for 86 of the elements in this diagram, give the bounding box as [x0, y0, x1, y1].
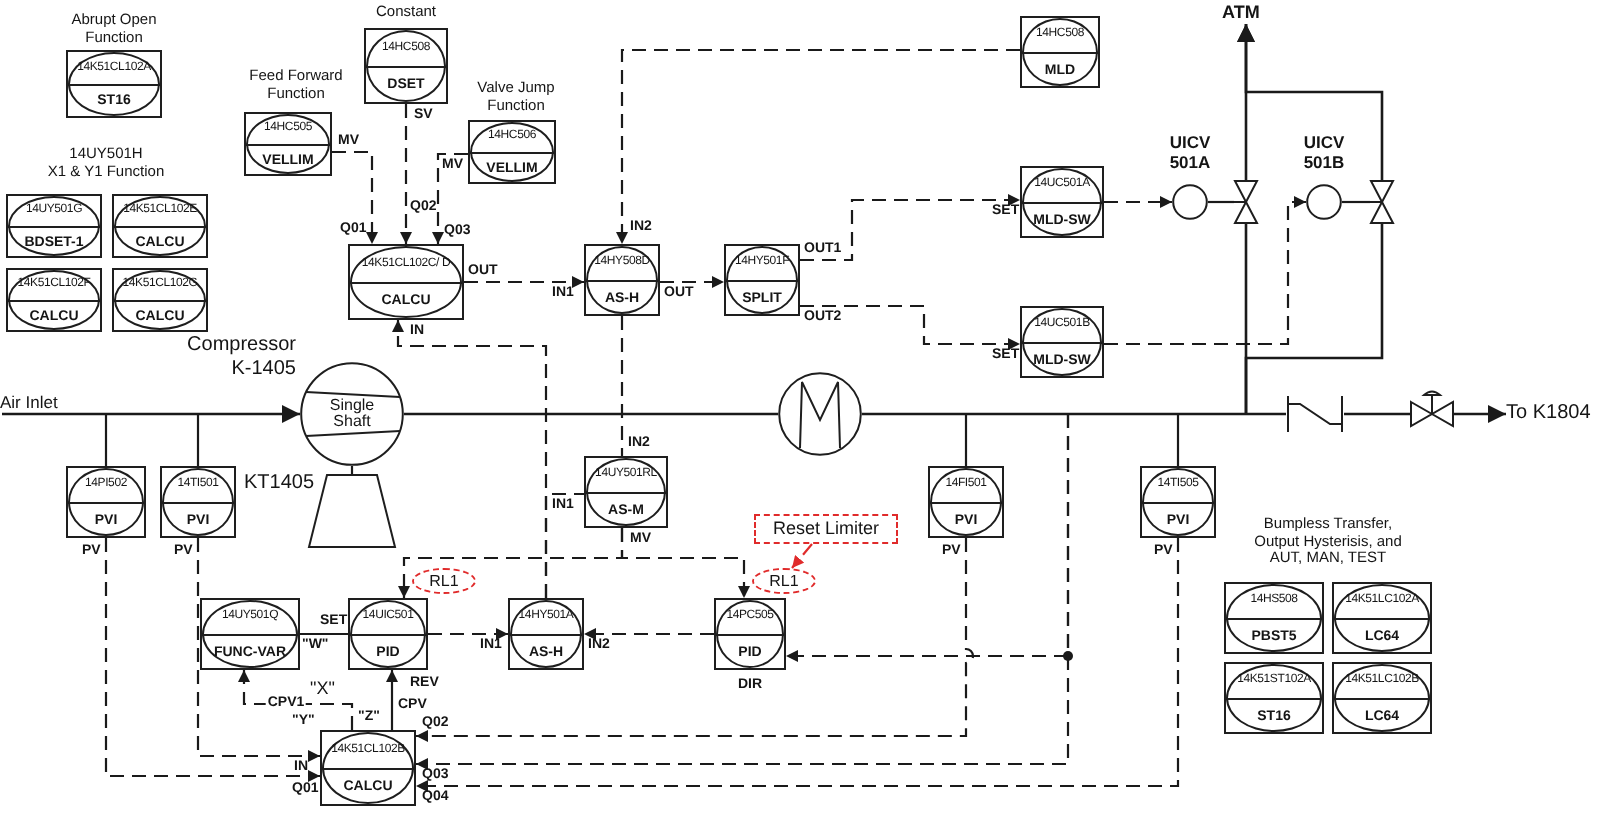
function-block: [1332, 582, 1432, 654]
signal-line: [464, 276, 584, 288]
signal-line: [620, 316, 624, 456]
signal-line: [620, 528, 750, 598]
instrument-tag: UICV 501B: [1298, 132, 1350, 172]
function-block: [364, 28, 448, 104]
function-block: [320, 730, 416, 806]
function-block: [1140, 466, 1216, 538]
equipment-text: Single Shaft: [327, 398, 377, 430]
signal-line: [584, 628, 714, 640]
signal-line: [544, 492, 584, 598]
signal-line: [660, 276, 724, 288]
pipe-line: [1237, 24, 1384, 180]
function-block: [1332, 662, 1432, 734]
pipe-line: [404, 412, 778, 416]
function-block: [468, 120, 556, 184]
pipe-line: [1244, 224, 1384, 414]
stream-label: Air Inlet: [0, 392, 60, 414]
function-block: [244, 112, 332, 176]
signal-line: [400, 104, 412, 244]
signal-line: [416, 538, 974, 742]
positioner-circle: [1306, 184, 1342, 220]
actuator-line: [1342, 200, 1370, 204]
leader-line: [791, 543, 813, 569]
signal-line: [800, 304, 1020, 350]
limit-tag: RL1: [752, 568, 816, 594]
limit-tag: RL1: [412, 568, 476, 594]
signal-line: [196, 538, 320, 762]
function-block: [1224, 582, 1324, 654]
function-block: [6, 194, 102, 258]
signal-line: [432, 152, 468, 244]
function-block: [584, 456, 668, 528]
equipment-label: Compressor K-1405: [185, 334, 296, 382]
equipment-label: KT1405: [244, 472, 315, 496]
pipe-line: [1344, 412, 1410, 416]
function-block: [112, 194, 208, 258]
function-block: [66, 50, 162, 118]
function-block: [66, 466, 146, 538]
function-block: [348, 244, 464, 320]
function-block: [584, 244, 660, 316]
signal-line: [428, 628, 508, 640]
pipe-line: [2, 405, 300, 423]
impulse-line: [1176, 414, 1180, 466]
signal-line: [238, 670, 354, 730]
signal-line: [800, 194, 1020, 262]
signal-line: [616, 48, 1020, 244]
function-block: [348, 598, 428, 670]
pipe-line: [1454, 405, 1506, 423]
variable-label: "X": [310, 678, 335, 698]
impulse-line: [196, 414, 200, 466]
function-block: [6, 268, 102, 332]
signal-line: [386, 670, 398, 730]
function-block: [714, 598, 786, 670]
signal-line: [104, 538, 320, 782]
valve-symbol: [1370, 180, 1394, 224]
signal-line: [1104, 196, 1172, 208]
control-valve-symbol: [1410, 390, 1454, 426]
check-valve-symbol: [1286, 396, 1344, 432]
signal-line: [416, 414, 1070, 770]
function-block: [1020, 16, 1100, 88]
stream-label: To K1804: [1506, 402, 1598, 426]
signal-line: [1104, 196, 1306, 346]
signal-line: [300, 632, 348, 636]
actuator-line: [1208, 200, 1234, 204]
function-block: [200, 598, 300, 670]
function-block: [1224, 662, 1324, 734]
compressor-symbol: [300, 362, 404, 466]
instrument-tag: UICV 501A: [1164, 132, 1216, 172]
shaft-line: [350, 466, 354, 474]
signal-line: [416, 538, 1180, 792]
function-block: [160, 466, 236, 538]
function-block: [1020, 166, 1104, 238]
impulse-line: [104, 414, 108, 466]
vent-label: ATM: [1222, 2, 1270, 24]
function-block: [1020, 306, 1104, 378]
pipe-line: [862, 412, 1286, 416]
impulse-line: [964, 414, 968, 466]
heat-exchanger-symbol: [778, 372, 862, 456]
function-block: [724, 244, 800, 316]
positioner-circle: [1172, 184, 1208, 220]
callout-note: Reset Limiter: [754, 514, 898, 544]
function-block: [508, 598, 584, 670]
function-block: [112, 268, 208, 332]
function-block: [928, 466, 1004, 538]
signal-line: [332, 150, 378, 244]
valve-symbol: [1234, 180, 1258, 224]
